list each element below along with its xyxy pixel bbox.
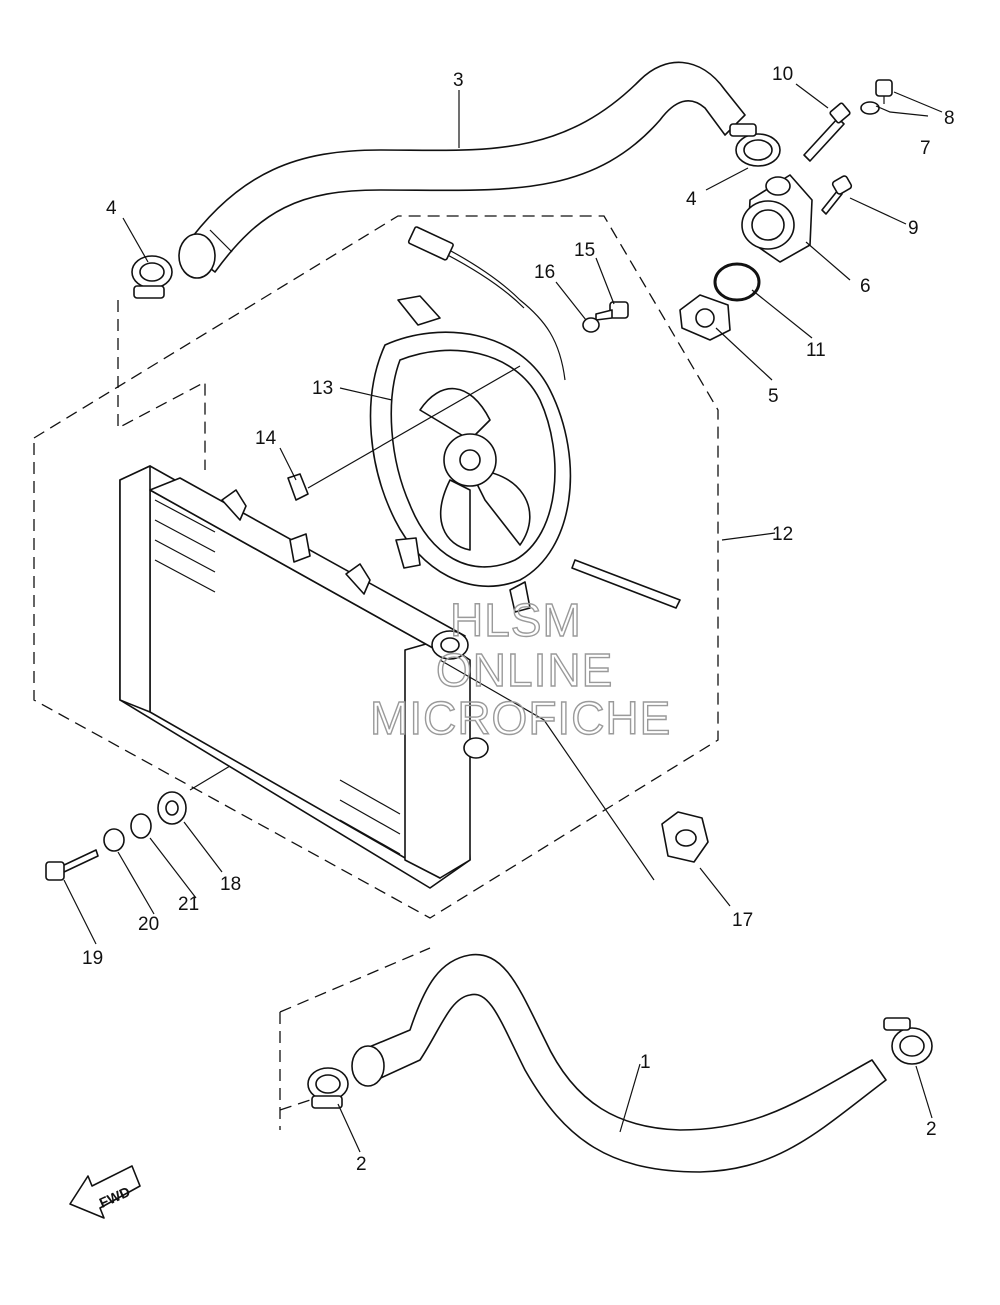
upper-hose bbox=[178, 61, 746, 279]
fan-washer bbox=[582, 317, 600, 333]
hose-clamp-left-lower bbox=[307, 1067, 349, 1109]
o-ring bbox=[713, 262, 761, 302]
radiator-fan bbox=[369, 295, 572, 613]
callout-12: 12 bbox=[772, 524, 793, 545]
watermark-line-3: MICROFICHE bbox=[370, 692, 671, 744]
assembly-outline bbox=[33, 215, 719, 919]
hose-clamp-right-upper bbox=[729, 123, 781, 167]
callout-19: 19 bbox=[82, 948, 103, 969]
hose-clamp-right-lower bbox=[883, 1017, 933, 1065]
callout-20: 20 bbox=[138, 914, 159, 935]
hose-1-guide bbox=[279, 947, 431, 1130]
callout-6: 6 bbox=[860, 276, 871, 297]
bolt-upper bbox=[875, 79, 893, 104]
filler-neck bbox=[431, 630, 469, 660]
leader-lines bbox=[63, 83, 943, 1153]
callout-3: 3 bbox=[453, 70, 464, 91]
callout-4-right: 4 bbox=[686, 189, 697, 210]
callout-2-left: 2 bbox=[356, 1154, 367, 1175]
washer-upper bbox=[860, 101, 880, 115]
collar bbox=[130, 813, 152, 839]
mount-damper bbox=[157, 791, 187, 825]
watermark-line-1: HLSM bbox=[450, 594, 582, 646]
callout-10: 10 bbox=[772, 64, 793, 85]
callout-17: 17 bbox=[732, 910, 753, 931]
callout-11: 11 bbox=[806, 340, 826, 361]
bolt-housing bbox=[821, 175, 853, 215]
callout-4-left: 4 bbox=[106, 198, 117, 219]
hose-3-guide bbox=[117, 300, 206, 470]
radiator bbox=[119, 465, 471, 889]
callout-8: 8 bbox=[944, 108, 955, 129]
callout-13: 13 bbox=[312, 378, 333, 399]
hose-clamp-left-upper bbox=[131, 255, 173, 299]
thermostat-housing bbox=[741, 174, 813, 263]
forward-direction-icon: FWD bbox=[69, 1165, 141, 1219]
callout-5: 5 bbox=[768, 386, 779, 407]
watermark-line-2: ONLINE bbox=[436, 644, 613, 696]
callout-21: 21 bbox=[178, 894, 199, 915]
callout-16: 16 bbox=[534, 262, 555, 283]
callout-9: 9 bbox=[908, 218, 919, 239]
radiator-outlet bbox=[463, 737, 489, 759]
fan-bolt bbox=[595, 301, 629, 321]
bolt-long bbox=[803, 102, 851, 162]
lower-hose bbox=[351, 953, 887, 1173]
callout-14: 14 bbox=[255, 428, 277, 449]
fan-wiring bbox=[407, 226, 681, 609]
fan-clip bbox=[287, 473, 309, 501]
bolt-lower bbox=[45, 849, 99, 881]
callout-15: 15 bbox=[574, 240, 595, 261]
callout-7: 7 bbox=[920, 138, 931, 159]
callout-1: 1 bbox=[640, 1052, 651, 1073]
washer-lower bbox=[103, 828, 125, 852]
callout-2-right: 2 bbox=[926, 1119, 937, 1140]
callout-18: 18 bbox=[220, 874, 241, 895]
radiator-cap bbox=[661, 811, 709, 863]
